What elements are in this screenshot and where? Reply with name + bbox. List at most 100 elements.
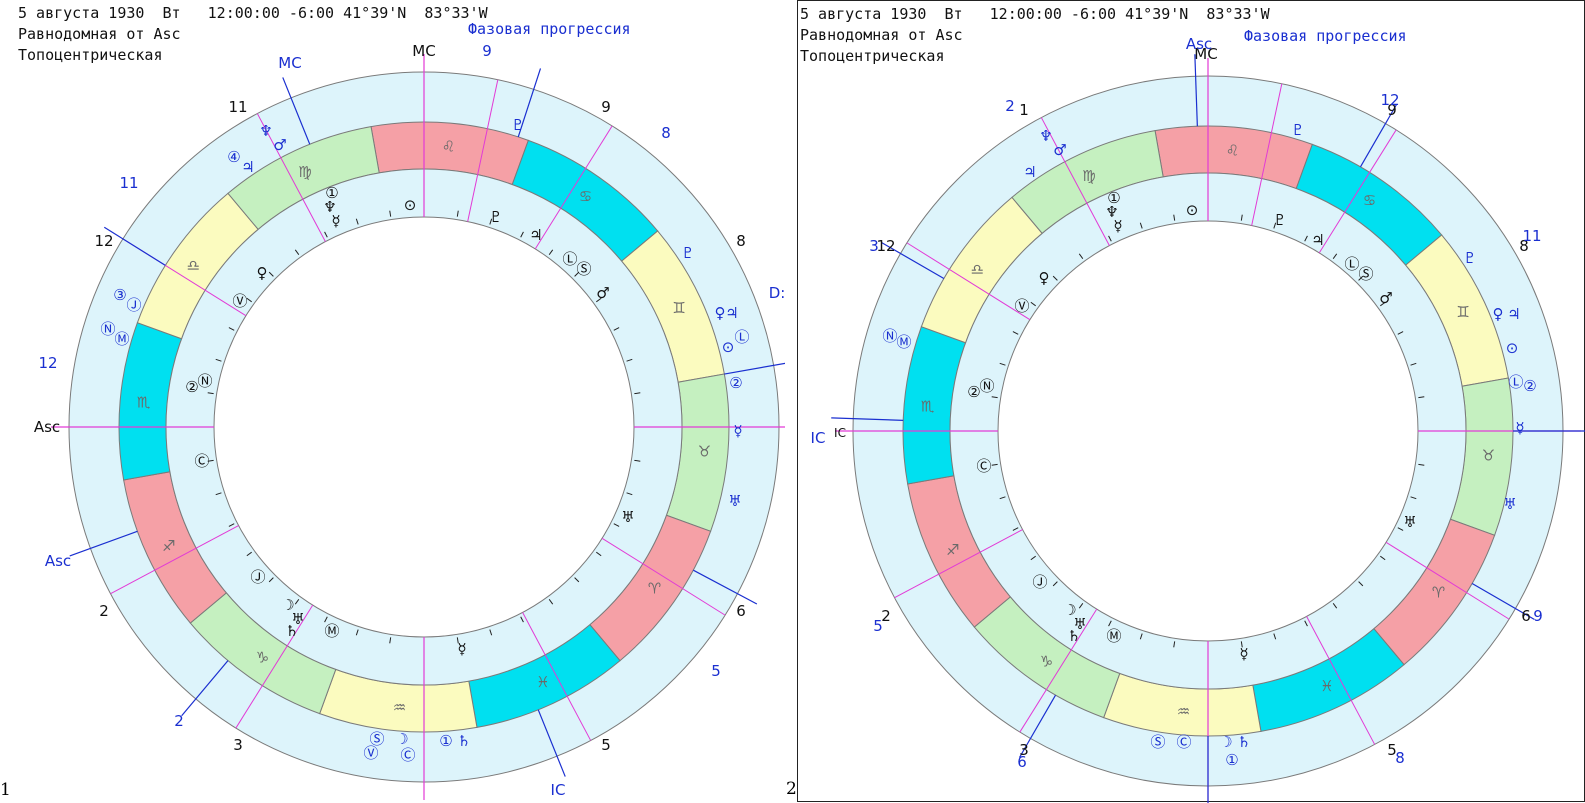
progressed-planet-glyph: Ⓝ [100, 320, 115, 338]
degree-tick [324, 616, 328, 623]
progressed-planet-glyph: Ⓜ [896, 333, 911, 351]
house-number: 2 [881, 607, 891, 625]
degree-tick [613, 327, 620, 331]
chart-header-coordinates: Топоцентрическая [800, 47, 945, 65]
degree-tick [1397, 527, 1404, 531]
natal-planet-glyph: Ⓙ [250, 568, 265, 586]
house-number: 5 [601, 736, 611, 754]
progressed-planet-glyph: ⊙ [1506, 339, 1519, 357]
progressed-house-number: 5 [711, 662, 721, 680]
zodiac-sign-glyph: ♉ [698, 443, 711, 461]
chart-header-date: 5 августа 1930 Вт 12:00:00 -6:00 41°39'N… [800, 5, 1270, 23]
natal-planet-glyph: ♂ [596, 284, 609, 302]
natal-planet-glyph: ♇ [489, 208, 502, 226]
degree-tick [1304, 235, 1308, 242]
zodiac-sign-glyph: ♋ [1363, 191, 1376, 209]
degree-tick [246, 297, 252, 303]
zodiac-sign-glyph: ♑ [256, 649, 269, 667]
progressed-house-number: 11 [1522, 227, 1541, 245]
natal-planet-glyph: ♂ [1379, 289, 1392, 307]
progressed-house-number: 6 [1017, 753, 1027, 771]
natal-planet-glyph: Ⓝ [979, 377, 994, 395]
progressed-cusp-line [282, 77, 311, 145]
progressed-cusp-line [1194, 54, 1198, 127]
degree-tick [520, 616, 524, 623]
chart-panel-2[interactable]: 5 августа 1930 Вт 12:00:00 -6:00 41°39'N… [786, 0, 1585, 803]
natal-planet-glyph: ♅ [621, 508, 634, 526]
chart-mode-label: Фазовая прогрессия [1244, 27, 1407, 45]
zodiac-sign-glyph: ♓ [536, 673, 549, 691]
progressed-planet-glyph: Ⓝ [882, 327, 897, 345]
natal-planet-glyph: Ⓢ [1358, 265, 1373, 283]
natal-planet-glyph: ♅ [1403, 513, 1416, 531]
house-cusp-line [894, 529, 1023, 599]
degree-tick [626, 492, 633, 496]
zodiac-sign-glyph: ♒ [393, 698, 406, 716]
zodiac-sign-glyph: ♐ [946, 541, 959, 559]
progressed-planet-glyph: ♃ [725, 304, 738, 322]
degree-tick [1304, 620, 1308, 627]
degree-tick [1139, 633, 1143, 640]
progressed-house-number: 9 [482, 42, 492, 60]
degree-tick [1273, 633, 1277, 640]
panel-index: 1 [0, 780, 11, 800]
progressed-planet-glyph: ♄ [1237, 733, 1250, 751]
progressed-cusp-line [693, 569, 758, 605]
degree-tick [1078, 603, 1084, 609]
degree-tick [489, 629, 493, 636]
degree-tick [228, 523, 235, 527]
house-cusp-line [1040, 117, 1110, 246]
chart-header-house-system: Равнодомная от Asc [800, 26, 963, 44]
natal-planet-glyph: ☿ [457, 640, 466, 658]
progressed-planet-glyph: ♀ [715, 304, 726, 322]
degree-tick [1139, 222, 1143, 229]
house-cusp-line [467, 79, 499, 222]
zodiac-sign-glyph: ♊ [672, 299, 685, 317]
natal-planet-glyph: ♆ [1105, 203, 1118, 221]
chart-panel-1[interactable]: 5 августа 1930 Вт 12:00:00 -6:00 41°39'N… [0, 0, 785, 802]
degree-tick [634, 392, 641, 395]
natal-planet-glyph: ♄ [1067, 627, 1080, 645]
natal-planet-glyph: ♄ [285, 622, 298, 640]
progressed-planet-glyph: ♆ [1039, 127, 1052, 145]
natal-planet-glyph: Ⓛ [1344, 255, 1359, 273]
progressed-ic-label: IC [551, 781, 566, 799]
house-number: 12 [94, 232, 113, 250]
zodiac-sign-glyph: ♒ [1177, 702, 1190, 720]
natal-planet-glyph: ① [1107, 189, 1120, 207]
center-disc [213, 216, 635, 638]
progressed-planet-glyph: ☿ [733, 422, 742, 440]
house-number: 2 [99, 602, 109, 620]
progressed-cusp-line [181, 660, 229, 717]
natal-planet-glyph: ♇ [1273, 211, 1286, 229]
progressed-cusp-line [831, 417, 904, 421]
degree-tick [1240, 214, 1243, 221]
progressed-cusp-line [103, 226, 166, 266]
degree-tick [1418, 396, 1425, 399]
degree-tick [1108, 235, 1112, 242]
natal-planet-glyph: ☽ [1063, 601, 1076, 619]
zodiac-sign-glyph: ♎ [971, 261, 984, 279]
degree-tick [1012, 527, 1019, 531]
progressed-planet-glyph: ♆ [259, 122, 272, 140]
house-cusp-line [1251, 83, 1283, 226]
chart-header-coordinates: Топоцентрическая [18, 46, 163, 64]
degree-tick [1332, 603, 1338, 609]
natal-planet-glyph: Ⓢ [576, 260, 591, 278]
progressed-house-number: 12 [1380, 91, 1399, 109]
degree-tick [1012, 331, 1019, 335]
degree-tick [1410, 362, 1417, 366]
progressed-house-number: 9 [1533, 607, 1543, 625]
progressed-cusp-line [517, 68, 542, 138]
degree-tick [1380, 301, 1386, 307]
progressed-planet-glyph: ☿ [1515, 419, 1524, 437]
degree-tick [1052, 275, 1058, 281]
progressed-planet-glyph: Ⓛ [1508, 373, 1523, 391]
progressed-planet-glyph: ♇ [511, 116, 524, 134]
asc-label: Asc [34, 418, 60, 436]
natal-planet-glyph: ☽ [281, 596, 294, 614]
progressed-planet-glyph: ① [439, 732, 452, 750]
zodiac-sign-glyph: ♑ [1040, 653, 1053, 671]
